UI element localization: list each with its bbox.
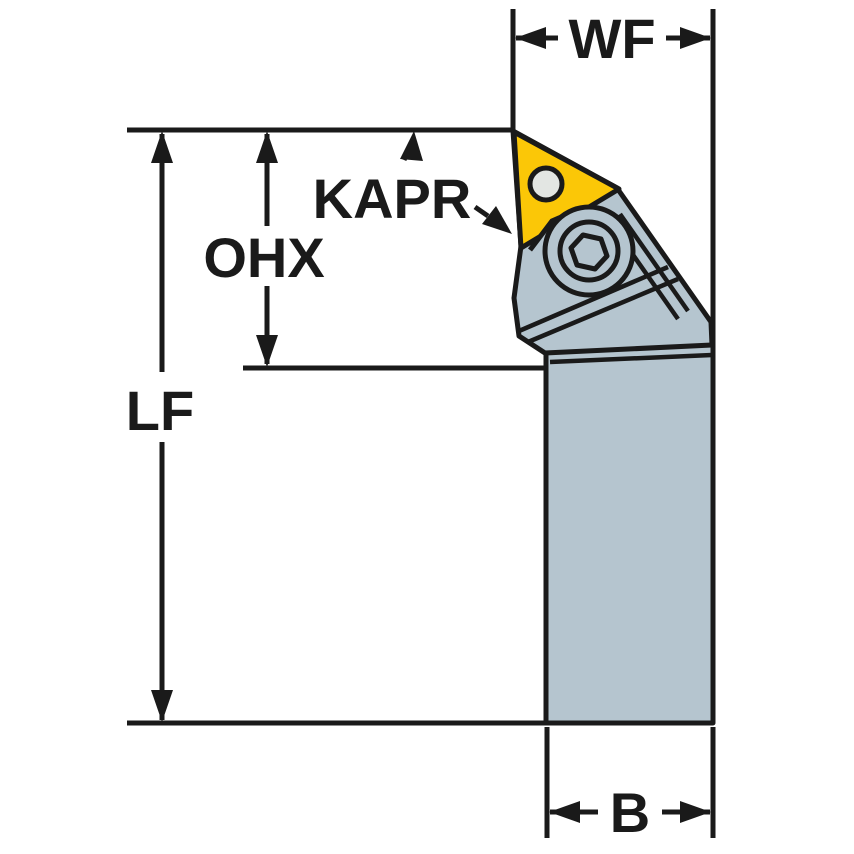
dimension-wf: WF [510,7,716,350]
down-arrowhead-icon [151,690,173,722]
clamp-edge-line [518,264,669,334]
up-right-arrowhead-icon [400,131,423,161]
clamp-edge-line [618,212,690,313]
tool-shank [543,341,716,726]
up-arrowhead-icon [256,131,278,163]
right-arrowhead-icon [680,27,711,49]
clamp-edge-line [527,276,679,345]
down-arrowhead-icon [256,335,278,367]
up-arrowhead-icon [151,131,173,163]
callout-kapr: KAPR [313,131,512,234]
wf-label-backing [558,12,666,64]
down-right-arrowhead-icon [482,206,512,234]
lf-label-backing [116,372,206,442]
dimension-b: B [544,727,716,844]
insert-hole [527,165,565,203]
right-arrowhead-icon [680,801,711,823]
left-arrowhead-icon [549,801,580,823]
wf-label: WF [568,7,655,70]
dimension-lf: LF [116,131,206,722]
ohx-label-backing [196,226,336,286]
b-label-backing [598,786,662,838]
left-arrowhead-icon [515,27,546,49]
dimension-ohx: OHX [196,131,336,367]
kapr-leader-lower [473,204,490,219]
lf-label: LF [126,379,194,442]
hex-socket-icon [568,232,610,272]
b-label: B [610,781,650,844]
shank-joint-line [549,352,713,365]
kapr-label: KAPR [313,167,472,230]
ohx-label: OHX [203,226,324,289]
